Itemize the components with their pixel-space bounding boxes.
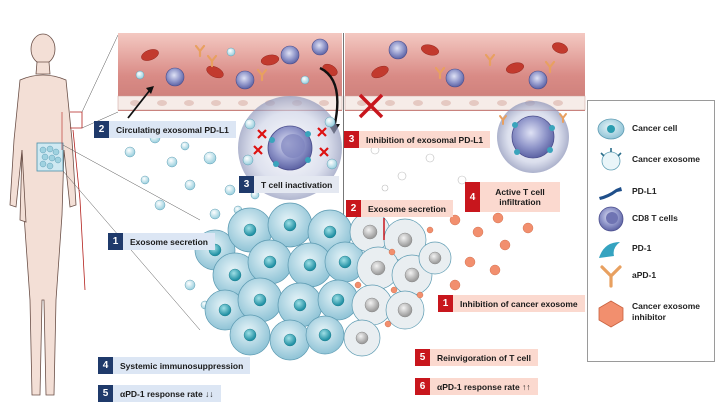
step-text: Circulating exosomal PD-L1 bbox=[109, 121, 236, 138]
label-t-cell-inactivation: 3 T cell inactivation bbox=[239, 176, 340, 193]
step-badge: 1 bbox=[438, 295, 453, 312]
step-text: αPD-1 response rate ↑↑ bbox=[430, 378, 538, 395]
step-badge: 4 bbox=[98, 357, 113, 374]
exosome-inhibitors bbox=[354, 212, 534, 328]
step-text: Inhibition of cancer exosome bbox=[453, 295, 585, 312]
step-badge: 1 bbox=[108, 233, 123, 250]
pd-1-icon bbox=[599, 242, 620, 258]
pd-l1-icon bbox=[599, 187, 622, 200]
label-exosome-secretion-right: 2 Exosome secretion bbox=[346, 200, 453, 217]
label-systemic-immunosuppression: 4 Systemic immunosuppression bbox=[98, 357, 251, 374]
step-badge: 3 bbox=[239, 176, 254, 193]
legend-item: aPD-1 bbox=[588, 263, 716, 289]
legend-item: Cancer exosome inhibitor bbox=[588, 299, 716, 335]
apd-1-icon bbox=[600, 265, 622, 288]
legend-item: PD-L1 bbox=[588, 179, 716, 205]
exosome-inhibitor-icon bbox=[598, 300, 624, 328]
step-badge: 5 bbox=[98, 385, 113, 402]
label-exosome-secretion-left: 1 Exosome secretion bbox=[108, 233, 215, 250]
step-text: Reinvigoration of T cell bbox=[430, 349, 538, 366]
step-text: Systemic immunosuppression bbox=[113, 357, 251, 374]
legend-panel: Cancer cell Cancer exosome PD-L1 CD8 T c… bbox=[587, 100, 715, 362]
cancer-cell-icon bbox=[597, 118, 625, 140]
legend-item: Cancer exosome bbox=[588, 147, 716, 173]
vessel-antibodies bbox=[194, 44, 556, 82]
step-badge: 2 bbox=[346, 200, 361, 217]
step-badge: 2 bbox=[94, 121, 109, 138]
step-text: αPD-1 response rate ↓↓ bbox=[113, 385, 221, 402]
cd8-t-cell-icon bbox=[598, 206, 624, 232]
label-active-t-cell-infiltration: 4 Active T cell infiltration bbox=[465, 182, 560, 212]
step-badge: 5 bbox=[415, 349, 430, 366]
label-response-rate-up: 6 αPD-1 response rate ↑↑ bbox=[415, 378, 538, 395]
step-text: Exosome secretion bbox=[361, 200, 453, 217]
legend-item: CD8 T cells bbox=[588, 206, 716, 232]
vessel-t-cells bbox=[165, 38, 548, 90]
step-text: Exosome secretion bbox=[123, 233, 215, 250]
step-text: Active T cell infiltration bbox=[480, 182, 560, 212]
label-circulating-exosomal-pd-l1: 2 Circulating exosomal PD-L1 bbox=[94, 121, 236, 138]
legend-item: PD-1 bbox=[588, 236, 716, 262]
red-blood-cells bbox=[141, 42, 568, 79]
human-silhouette bbox=[9, 33, 77, 396]
step-badge: 4 bbox=[465, 182, 480, 212]
label-reinvigoration-t-cell: 5 Reinvigoration of T cell bbox=[415, 349, 538, 366]
label-inhibition-cancer-exosome: 1 Inhibition of cancer exosome bbox=[438, 295, 585, 312]
cancer-exosome-icon bbox=[600, 148, 622, 171]
legend-item: Cancer cell bbox=[588, 116, 716, 142]
label-inhibition-exosomal-pd-l1: 3 Inhibition of exosomal PD-L1 bbox=[344, 131, 491, 148]
step-badge: 6 bbox=[415, 378, 430, 395]
step-text: Inhibition of exosomal PD-L1 bbox=[359, 131, 491, 148]
step-badge: 3 bbox=[344, 131, 359, 148]
step-text: T cell inactivation bbox=[254, 176, 340, 193]
label-response-rate-down: 5 αPD-1 response rate ↓↓ bbox=[98, 385, 221, 402]
